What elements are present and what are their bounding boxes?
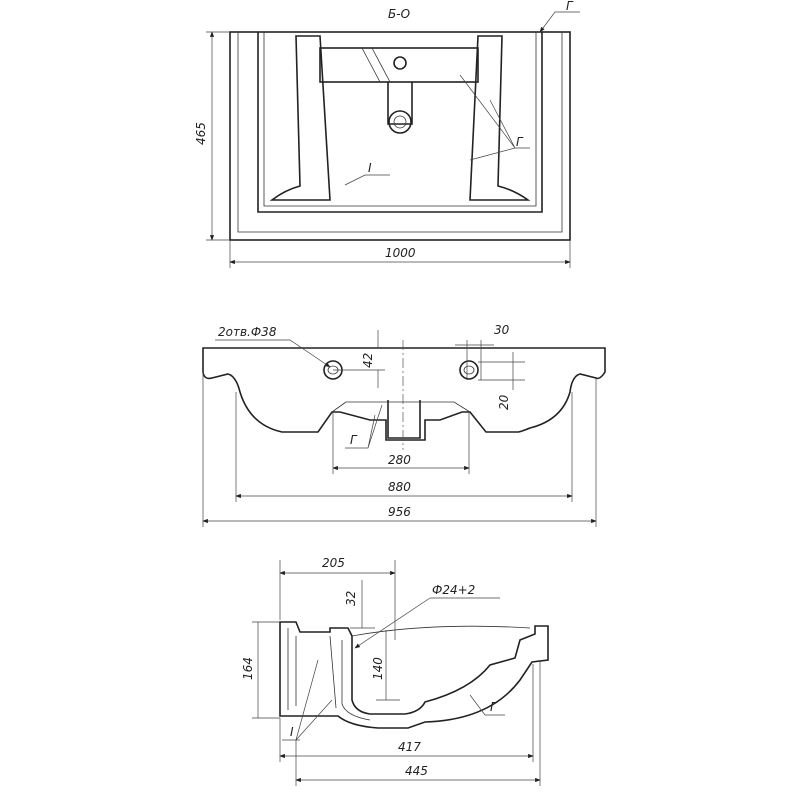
faucet-platform (319, 47, 479, 83)
dim-880: 880 (388, 480, 411, 494)
leader-i-top: I (368, 161, 372, 175)
leader-g-side: Г (490, 700, 498, 714)
right-leg (469, 35, 531, 201)
dim-20: 20 (497, 394, 511, 410)
dim-956: 956 (388, 505, 411, 519)
leader-g-right: Г (516, 135, 524, 149)
dim-280: 280 (388, 453, 411, 467)
dim-32: 32 (344, 591, 358, 606)
leader-i-side: I (290, 725, 294, 739)
leader-g-front: Г (350, 433, 358, 447)
dim-30: 30 (494, 323, 510, 337)
dim-42: 42 (361, 353, 375, 368)
dim-width: 1000 (385, 246, 416, 260)
top-outline (229, 31, 571, 241)
dim-depth: 465 (194, 122, 208, 145)
holes-note: 2отв.Ф38 (218, 325, 277, 339)
dim-164: 164 (241, 657, 255, 680)
drain-hole (388, 110, 412, 134)
top-view: Б-О Г Г I 465 1000 (194, 0, 580, 268)
side-view: 205 32 Ф24+2 140 164 I Г 417 445 (241, 556, 549, 786)
dim-417: 417 (398, 740, 421, 754)
leader-g-top: Г (566, 0, 574, 13)
rim-line (237, 32, 563, 233)
dim-445: 445 (405, 764, 428, 778)
left-leg (269, 35, 331, 201)
dim-140: 140 (371, 657, 385, 680)
section-mark: Б-О (388, 7, 410, 21)
front-view: 2отв.Ф38 42 30 20 Г 280 880 956 (202, 323, 606, 527)
faucet-hole (393, 56, 407, 70)
drain-diameter: Ф24+2 (432, 583, 475, 597)
hole-right (459, 360, 479, 380)
front-outline (202, 347, 606, 441)
basin-outline (257, 32, 543, 213)
dim-205: 205 (322, 556, 345, 570)
side-outline (279, 621, 549, 729)
